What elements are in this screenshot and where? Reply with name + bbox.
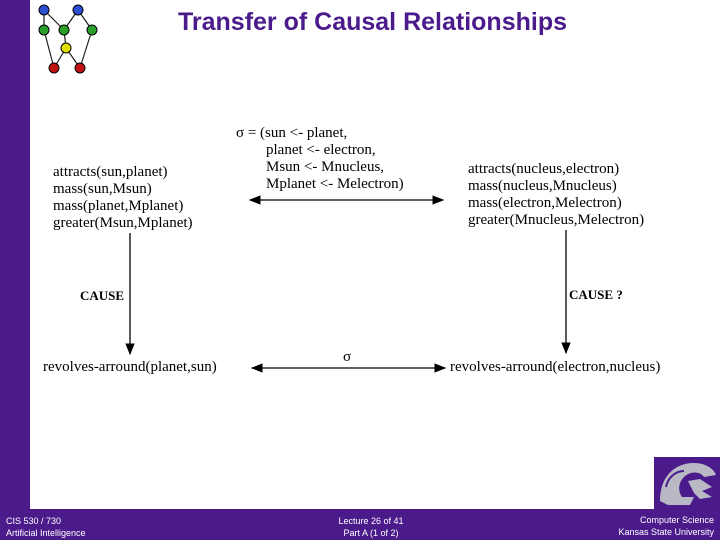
network-logo-icon — [38, 4, 98, 74]
left-fact-3: mass(planet,Mplanet) — [53, 198, 184, 214]
footer-bar: CIS 530 / 730 Artificial Intelligence Le… — [0, 509, 720, 540]
cause-label-right: CAUSE ? — [569, 287, 623, 302]
department-name: Computer Science — [639, 515, 714, 525]
right-result: revolves-arround(electron,nucleus) — [450, 359, 661, 375]
right-fact-2: mass(nucleus,Mnucleus) — [468, 178, 617, 194]
sigma-line-1: σ = (sun <- planet, — [236, 125, 348, 141]
university-name: Kansas State University — [618, 527, 714, 537]
course-name: Artificial Intelligence — [6, 528, 86, 538]
sigma-line-2: planet <- electron, — [266, 142, 376, 158]
lecture-part: Part A (1 of 2) — [343, 528, 399, 538]
left-facts: attracts(sun,planet) mass(sun,Msun) mass… — [53, 164, 193, 232]
left-fact-2: mass(sun,Msun) — [53, 181, 152, 197]
right-fact-4: greater(Mnucleus,Melectron) — [468, 212, 645, 228]
course-number: CIS 530 / 730 — [6, 516, 62, 526]
left-result: revolves-arround(planet,sun) — [43, 359, 217, 375]
sidebar-bar — [0, 0, 30, 510]
footer-course: CIS 530 / 730 Artificial Intelligence — [6, 515, 86, 539]
wildcat-logo-icon — [654, 457, 720, 510]
footer-lecture: Lecture 26 of 41 Part A (1 of 2) — [332, 515, 410, 539]
footer-department: Computer Science Kansas State University — [618, 514, 714, 538]
slide-title: Transfer of Causal Relationships — [178, 8, 567, 36]
right-fact-1: attracts(nucleus,electron) — [468, 161, 620, 177]
kstate-logo — [654, 457, 720, 510]
left-fact-4: greater(Msun,Mplanet) — [53, 215, 193, 231]
sigma-line-3: Msun <- Mnucleus, — [266, 159, 385, 175]
left-fact-1: attracts(sun,planet) — [53, 164, 168, 180]
sigma-line-4: Mplanet <- Melectron) — [266, 176, 404, 192]
right-facts: attracts(nucleus,electron) mass(nucleus,… — [468, 161, 644, 229]
lecture-number: Lecture 26 of 41 — [338, 516, 404, 526]
sigma-symbol: σ — [343, 349, 352, 365]
right-fact-3: mass(electron,Melectron) — [468, 195, 622, 211]
cause-label-left: CAUSE — [80, 288, 125, 303]
sigma-mapping: σ = (sun <- planet, planet <- electron, … — [236, 125, 404, 193]
